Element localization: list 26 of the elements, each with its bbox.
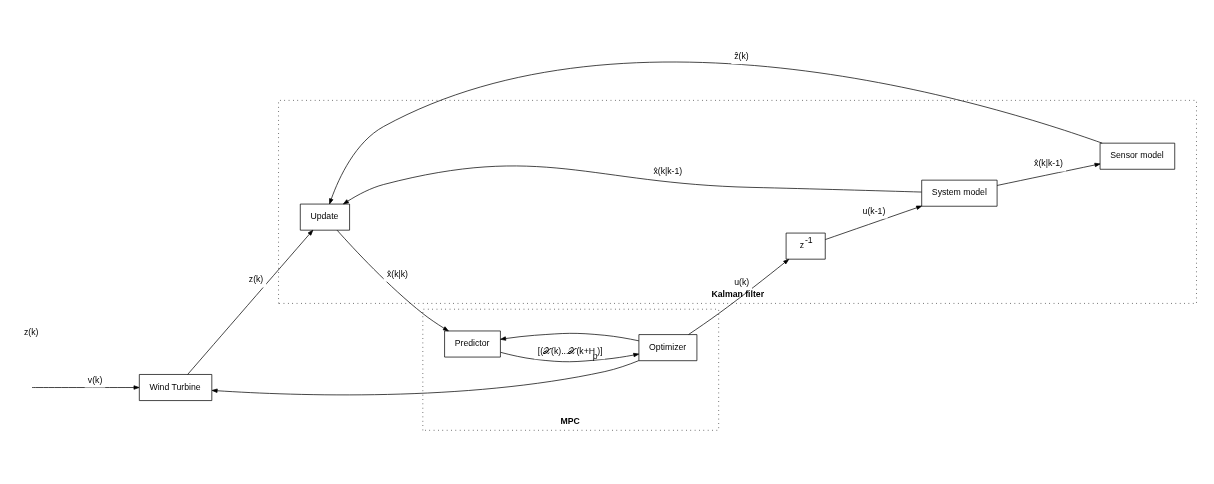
arrow (336, 229, 449, 331)
arrow (329, 61, 1103, 204)
arrow (825, 205, 922, 240)
node-box: Wind Turbine (138, 373, 213, 401)
arrow (211, 359, 640, 395)
edge-label: v(k) (87, 374, 103, 385)
node-box: Optimizer (638, 333, 698, 361)
arrow (31, 384, 140, 390)
arrow (343, 165, 922, 204)
node-box: System model (921, 179, 998, 207)
arrow (187, 229, 314, 375)
edge-label: z(k) (248, 273, 264, 284)
arrow (500, 351, 640, 362)
arrow (996, 162, 1101, 186)
arrow (500, 332, 640, 341)
edge-label: x̂(k|k-1) (1034, 157, 1063, 168)
edge-label: x̂(k|k-1) (653, 165, 683, 176)
node-box: Sensor model (1099, 142, 1176, 170)
arrow (688, 258, 790, 335)
edge-label: ẑ(k) (734, 50, 749, 61)
edge-label: u(k) (734, 276, 750, 287)
edge-label: u(k-1) (862, 205, 886, 216)
node-box: Predictor (444, 330, 501, 357)
edge-label: x̂(k|k) (386, 268, 409, 279)
label: z(k) (24, 326, 39, 337)
node-box: Update (299, 203, 350, 231)
